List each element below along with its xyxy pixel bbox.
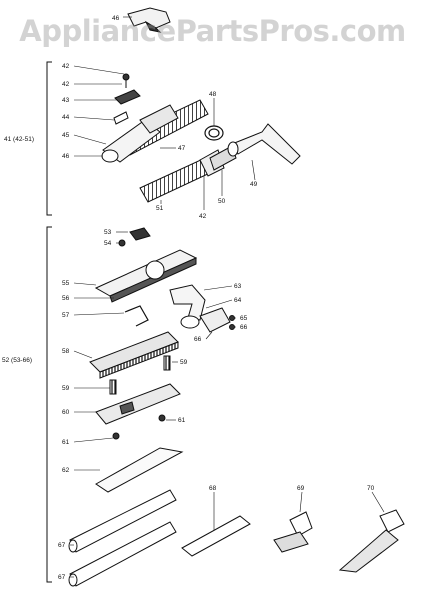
part-48-ring xyxy=(204,125,224,141)
callout-48: 48 xyxy=(209,91,217,98)
part-62-pad xyxy=(95,447,184,493)
part-53-knob xyxy=(129,227,151,241)
callout-65: 65 xyxy=(240,315,248,322)
callout-49: 49 xyxy=(250,181,258,188)
part-43-switch xyxy=(114,89,141,105)
leader-lines xyxy=(70,16,385,578)
callout-51: 51 xyxy=(156,205,164,212)
part-61-screw-right xyxy=(158,414,166,422)
part-58-brush-plate xyxy=(89,331,179,379)
callout-46-top: 46 xyxy=(112,15,120,22)
part-55-floor-nozzle xyxy=(94,249,198,303)
callout-54: 54 xyxy=(104,240,112,247)
callout-70: 70 xyxy=(367,485,375,492)
callout-66: 66 xyxy=(240,324,248,331)
callout-57: 57 xyxy=(62,312,70,319)
callout-55: 55 xyxy=(62,280,70,287)
part-59-spring-left xyxy=(109,379,117,395)
callout-53: 53 xyxy=(104,229,112,236)
part-42-screw xyxy=(122,73,130,88)
callout-45: 45 xyxy=(62,132,70,139)
group-bracket-41 xyxy=(46,61,52,216)
part-57-wire-clip xyxy=(124,305,149,327)
part-63-elbow xyxy=(169,284,206,329)
callout-42: 42 xyxy=(62,63,70,70)
callout-43: 43 xyxy=(62,97,70,104)
callout-67-upper: 67 xyxy=(58,542,66,549)
callout-61-left: 61 xyxy=(62,439,70,446)
callout-61-right: 61 xyxy=(178,417,186,424)
callout-59-right: 59 xyxy=(180,359,188,366)
part-61-screw-left xyxy=(112,432,120,440)
part-46-clip xyxy=(127,7,171,33)
callout-62: 62 xyxy=(62,467,70,474)
callout-46: 46 xyxy=(62,153,70,160)
callout-67-lower: 67 xyxy=(58,574,66,581)
part-64-bracket xyxy=(199,307,231,333)
callout-56: 56 xyxy=(62,295,70,302)
callout-66-b: 66 xyxy=(194,336,202,343)
callout-69: 69 xyxy=(297,485,305,492)
part-68-crevice-tool xyxy=(181,515,251,557)
callout-63: 63 xyxy=(234,283,242,290)
part-69-brush-tool xyxy=(273,511,313,553)
part-67-wand-lower xyxy=(68,521,177,587)
callout-44: 44 xyxy=(62,114,70,121)
callout-64: 64 xyxy=(234,297,242,304)
group-label-52: 52 (53-66) xyxy=(2,357,32,364)
part-45-handle xyxy=(101,104,179,163)
part-60-base-plate xyxy=(95,383,181,425)
callout-50: 50 xyxy=(218,198,226,205)
part-65-screw xyxy=(229,315,235,330)
callout-68: 68 xyxy=(209,485,217,492)
part-59-spring-right xyxy=(163,355,171,371)
group-label-41: 41 (42-51) xyxy=(4,136,34,143)
callout-58: 58 xyxy=(62,348,70,355)
callout-59-left: 59 xyxy=(62,385,70,392)
callout-42-lower: 42 xyxy=(199,213,207,220)
part-49-bent-wand xyxy=(227,123,301,165)
callout-42-b: 42 xyxy=(62,81,70,88)
callout-47: 47 xyxy=(178,145,186,152)
group-bracket-52 xyxy=(46,226,52,583)
callout-60: 60 xyxy=(62,409,70,416)
part-70-dust-tool xyxy=(338,509,405,573)
part-67-wand-upper xyxy=(68,489,177,553)
part-44-spring-clip xyxy=(113,111,129,125)
